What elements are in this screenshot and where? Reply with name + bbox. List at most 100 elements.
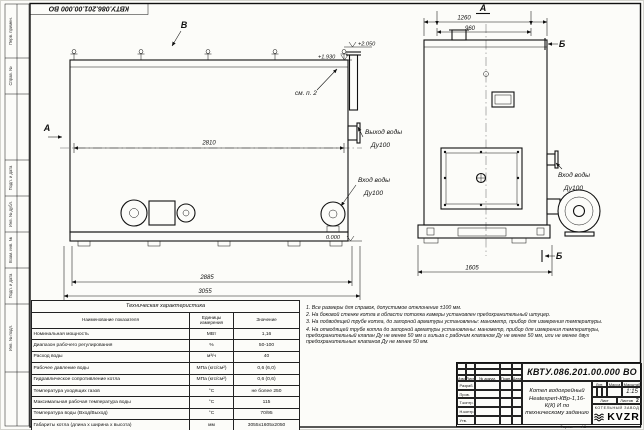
tb-header-list: Лист <box>466 375 475 381</box>
roof-valves <box>70 49 348 60</box>
side-nozzle <box>347 122 361 144</box>
outlet-label-line1: Выход воды <box>365 128 402 136</box>
tb-sheet-label: Лист <box>592 397 617 404</box>
tb-cell-blank <box>475 369 500 375</box>
dim-3055: 3055 <box>198 289 212 295</box>
strip-label-inv-dubl: Инв. № дубл. <box>8 201 13 227</box>
tb-staff-utv: Утв. <box>457 415 475 425</box>
note-item: 2. На боковой стенке котла в области пот… <box>306 312 551 319</box>
spec-unit: °С <box>189 407 234 421</box>
tb-cell-blank <box>475 415 500 425</box>
tb-designation: КВТУ.086.201.00.000 ВО <box>522 363 642 381</box>
stamp-designation-text: КВТУ.086.201.00.000 ВО <box>48 5 129 12</box>
side-view: 2810 2885 3055 А В см. п. 2 +2.050 +1.93… <box>43 20 402 300</box>
tb-cell-blank <box>512 363 522 369</box>
tb-cell-blank <box>466 369 475 375</box>
spec-table-header-row: Наименование показателя Единицы измерени… <box>31 312 300 329</box>
spec-name: Максимальная рабочая температура воды <box>31 396 190 409</box>
furnace-door <box>440 147 523 210</box>
section-b-bottom-label: Б <box>556 251 563 261</box>
org-name-text: КОТЕЛЬНЫЙ ЗАВОД <box>594 405 640 410</box>
tb-cell-blank <box>500 398 512 408</box>
front-inlet-label-line1: Вход воды <box>558 171 590 179</box>
table-row: Диапазон рабочего регулирования%50-100 <box>31 339 300 352</box>
tb-cell-blank <box>475 407 500 416</box>
tb-staff-razrab: Разраб. <box>457 381 475 390</box>
spec-value: 0,6 (6,0) <box>233 362 300 375</box>
elevation-1930: +1.930 <box>318 55 352 61</box>
tb-org-cell: КОТЕЛЬНЫЙ ЗАВОД KVZR <box>592 404 642 425</box>
tb-header-data: Дата <box>512 375 522 381</box>
tb-cell-blank <box>500 415 512 425</box>
spec-name: Диапазон рабочего регулирования <box>31 339 190 352</box>
strip-label-podp-data-1: Подп. и дата <box>8 165 13 190</box>
spec-unit: МПа (кгс/см²) <box>189 362 234 375</box>
base-frame-front <box>417 224 551 244</box>
tb-sheets-cell: Листов 2 <box>617 397 642 404</box>
table-row: Габариты котла (длина х ширина х высота)… <box>31 419 300 430</box>
tb-cell-blank <box>512 407 522 416</box>
spec-table-title: Техническая характеристика <box>31 300 300 313</box>
strip-label-vzam-inv: Взам. инв. № <box>8 237 13 263</box>
tb-mass-value <box>607 387 622 397</box>
spec-table-title-row: Техническая характеристика <box>31 300 300 313</box>
tb-header-izm: Изм. <box>457 375 466 381</box>
outlet-label-line2: Ду100 <box>370 142 390 149</box>
spec-unit: МВт <box>189 327 234 341</box>
tb-cell-blank <box>457 369 466 375</box>
front-inlet-nozzle <box>546 150 559 169</box>
tb-cell-blank <box>500 389 512 399</box>
tb-sheets-label: Листов <box>620 398 633 403</box>
note-item: 3. На подводящей трубе котла, до запорно… <box>306 319 603 326</box>
kvzr-logo: KVZR <box>594 411 640 423</box>
section-b-label: В <box>181 20 188 30</box>
spec-header-name: Наименование показателя <box>31 312 190 329</box>
tb-product-name: Котел водогрейный Heatexpert-КВр-1,16-К(… <box>522 381 592 425</box>
tb-cell-blank <box>500 363 512 369</box>
spec-name: Расход воды <box>31 350 190 364</box>
note-reference: см. п. 2 <box>295 90 317 97</box>
spec-value: не более 250 <box>233 384 300 398</box>
tb-staff-nkontr: Н.контр. <box>457 407 475 416</box>
section-b-top-label: Б <box>559 39 566 49</box>
left-margin-strips: Перв. примен. Справ. № Подп. и дата Инв.… <box>4 3 30 427</box>
spec-value: 3055х1605х2050 <box>233 419 300 430</box>
tb-lit-cell <box>602 387 607 397</box>
front-view: А 1260 960 <box>417 3 601 276</box>
tb-cell-blank <box>475 381 500 390</box>
notes-block: 1. Все размеры для справок, допустимое о… <box>306 305 637 346</box>
elevation-2050: +2.050 <box>344 42 376 48</box>
section-b-top: Б <box>544 38 566 50</box>
dim-1605: 1605 <box>465 266 479 272</box>
spec-value: 1,16 <box>233 327 300 341</box>
tb-cell-blank <box>512 389 522 399</box>
tb-cell-blank <box>512 369 522 375</box>
tb-header-podp: Подп. <box>500 375 512 381</box>
tb-sheets-value: 2 <box>635 397 639 404</box>
tb-cell-blank <box>512 381 522 390</box>
spec-value: 40 <box>233 350 300 364</box>
format-note: Формат А3 <box>560 425 586 430</box>
tb-cell-blank <box>500 381 512 390</box>
spec-unit: °С <box>189 396 234 409</box>
tb-header-dokum: № докум. <box>475 375 500 381</box>
front-inlet-label-line2: Ду100 <box>563 185 583 192</box>
blower-fan <box>546 189 601 237</box>
strip-label-perv-primen: Перв. примен. <box>8 17 13 45</box>
note-item: 4. На отводящей трубе котла до запорной … <box>306 326 600 346</box>
tb-cell-blank <box>500 369 512 375</box>
section-b-arrow <box>171 30 182 47</box>
spec-header-units: Единицы измерения <box>189 312 234 329</box>
tb-lit-cell <box>597 387 602 397</box>
section-b-bottom: Б <box>541 250 563 262</box>
tb-cell-blank <box>512 398 522 408</box>
spec-table: Техническая характеристика Наименование … <box>31 300 300 430</box>
tb-staff-prov: Пров. <box>457 389 475 399</box>
dim-2885: 2885 <box>199 275 214 281</box>
